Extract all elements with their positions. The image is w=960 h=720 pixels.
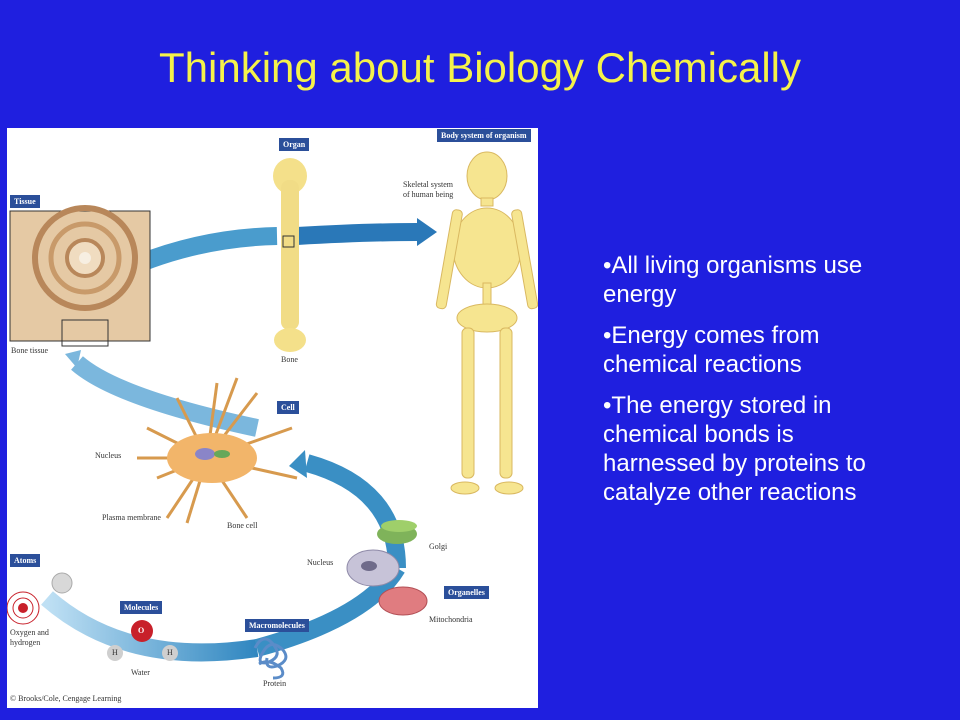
label-organ: Organ (279, 138, 310, 151)
label-body-system: Body system of organism (437, 129, 531, 142)
skeleton-shape (435, 151, 538, 495)
arrowhead-tissue (65, 350, 81, 368)
levels-of-organization-figure: Body system of organism Organ Tissue Cel… (7, 128, 538, 708)
water-molecule-shape (107, 620, 178, 661)
caption-nucleus-cell: Nucleus (95, 451, 122, 460)
arrow-organ-to-system (296, 223, 418, 245)
caption-skeletal-1: Skeletal system (403, 180, 453, 189)
atom-label-h-right: H (167, 648, 173, 657)
atom-label-o: O (138, 626, 145, 635)
arrowhead-cell (289, 450, 307, 478)
caption-protein: Protein (263, 679, 287, 688)
caption-water: Water (131, 668, 150, 677)
bullet-list: •All living organisms use energy •Energy… (603, 251, 903, 519)
label-macromolecules: Macromolecules (245, 619, 309, 632)
caption-bone-tissue: Bone tissue (11, 346, 49, 355)
bone-cell-shape (137, 377, 298, 524)
caption-skeletal-2: of human being (403, 190, 454, 199)
caption-golgi: Golgi (429, 542, 448, 551)
organelles-shape (346, 520, 428, 616)
bullet-item: •All living organisms use energy (603, 252, 863, 308)
caption-bone-cell: Bone cell (227, 521, 258, 530)
label-molecules: Molecules (120, 601, 163, 614)
label-tissue: Tissue (10, 195, 40, 208)
label-atoms: Atoms (10, 554, 41, 567)
label-cell: Cell (277, 401, 299, 414)
figure-artwork (7, 151, 538, 680)
caption-plasma-membrane: Plasma membrane (102, 513, 161, 522)
caption-bone: Bone (281, 355, 298, 364)
arrowhead-system (417, 218, 437, 246)
protein-shape (253, 637, 288, 680)
slide-title: Thinking about Biology Chemically (159, 44, 801, 91)
arrow-cell-to-tissue (71, 356, 259, 437)
caption-mitochondria: Mitochondria (429, 615, 473, 624)
atoms-shape (7, 572, 73, 625)
figure-credit: © Brooks/Cole, Cengage Learning (10, 694, 122, 703)
bullet-item: •Energy comes from chemical reactions (603, 322, 820, 378)
arrow-atoms-to-molecules (41, 591, 259, 662)
caption-oxygen-1: Oxygen and (10, 628, 49, 637)
bone-shape (273, 158, 307, 352)
caption-nucleus-organelles: Nucleus (307, 558, 334, 567)
caption-oxygen-2: hydrogen (10, 638, 41, 647)
bullet-item: •The energy stored in chemical bonds is … (603, 392, 866, 506)
atom-label-h-left: H (112, 648, 118, 657)
arrow-organelles-to-cell (304, 454, 406, 569)
label-organelles: Organelles (444, 586, 489, 599)
